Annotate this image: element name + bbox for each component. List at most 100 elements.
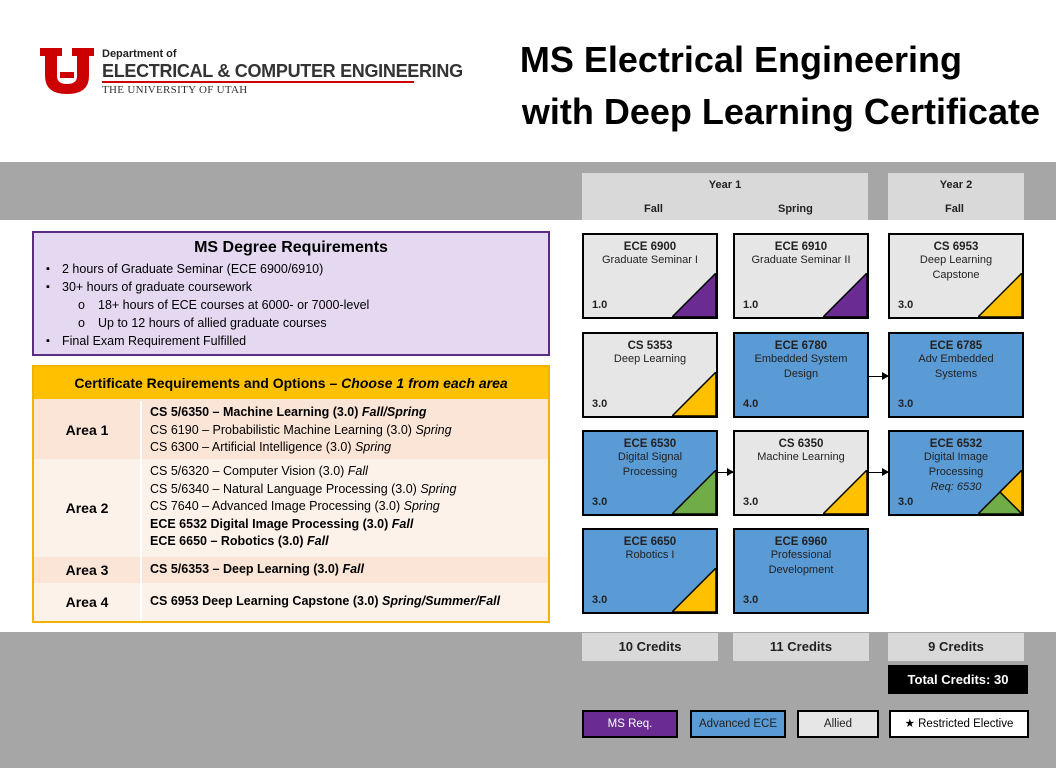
prerequisite-connector — [718, 468, 734, 476]
prerequisite-arrow — [868, 468, 889, 476]
area-option: CS 6953 Deep Learning Capstone (3.0) Spr… — [150, 594, 501, 608]
course-name: Machine Learning — [757, 451, 845, 463]
area-options: CS 5/6353 – Deep Learning (3.0) Fall — [150, 561, 544, 579]
area-label: Area 1 — [34, 401, 142, 459]
course-name: Digital Signal Processing — [617, 451, 683, 478]
course-code: ECE 6785 — [929, 340, 983, 352]
logo-department-of: Department of — [102, 48, 177, 60]
year1-header: Year 1 Fall Spring — [582, 173, 868, 220]
course-prerequisite: Req: 6530 — [930, 481, 982, 493]
course-code: ECE 6530 — [623, 438, 677, 450]
ms-requirement-subitem: Up to 12 hours of allied graduate course… — [44, 314, 538, 332]
prerequisite-arrow — [868, 372, 889, 380]
course-credits: 3.0 — [898, 299, 914, 311]
course-credits: 4.0 — [743, 398, 759, 410]
logo-divider — [102, 81, 414, 83]
certificate-requirements-box: Certificate Requirements and Options – C… — [32, 365, 550, 623]
credits-year2-fall: 9 Credits — [888, 633, 1024, 661]
year2-header: Year 2 Fall — [888, 173, 1024, 220]
course-name: Professional Development — [768, 549, 834, 576]
category-marker-icon — [823, 470, 867, 514]
course-name: Deep Learning — [613, 353, 687, 365]
course-credits: 3.0 — [743, 594, 759, 606]
course-code: ECE 6900 — [623, 241, 677, 253]
area-option: CS 6300 – Artificial Intelligence (3.0) … — [150, 440, 392, 454]
course-credits: 3.0 — [592, 398, 608, 410]
course-credits: 3.0 — [592, 594, 608, 606]
area-options: CS 6953 Deep Learning Capstone (3.0) Spr… — [150, 593, 544, 611]
certificate-area-row: Area 2 CS 5/6320 – Computer Vision (3.0)… — [34, 459, 548, 557]
certificate-area-row: Area 1 CS 5/6350 – Machine Learning (3.0… — [34, 401, 548, 459]
area-option: ECE 6650 – Robotics (3.0) Fall — [150, 534, 329, 548]
year1-fall-label: Fall — [644, 203, 663, 215]
area-label: Area 2 — [34, 459, 142, 557]
course-code: ECE 6650 — [623, 536, 677, 548]
credits-year1-fall: 10 Credits — [582, 633, 718, 661]
course-code: ECE 6532 — [929, 438, 983, 450]
area-option: CS 6190 – Probabilistic Machine Learning… — [150, 422, 452, 437]
footer-band — [0, 632, 1056, 768]
ms-requirement-item: 30+ hours of graduate coursework — [44, 278, 538, 296]
university-u-logo-icon — [40, 48, 94, 94]
year1-spring-label: Spring — [778, 203, 813, 215]
area-option: CS 5/6353 – Deep Learning (3.0) Fall — [150, 562, 364, 576]
page-title: MS Electrical Engineering with Deep Lear… — [400, 34, 1040, 138]
area-option: CS 7640 – Advanced Image Processing (3.0… — [150, 499, 440, 513]
area-option: ECE 6532 Digital Image Processing (3.0) … — [150, 516, 414, 531]
area-options: CS 5/6320 – Computer Vision (3.0) Fall C… — [150, 463, 544, 551]
ms-degree-requirements-box: MS Degree Requirements 2 hours of Gradua… — [32, 231, 550, 356]
course-name: Deep Learning Capstone — [919, 254, 993, 281]
course-code: CS 6350 — [778, 438, 824, 450]
category-marker-icon — [823, 273, 867, 317]
course-code: ECE 6780 — [774, 340, 828, 352]
course-name: Robotics I — [625, 549, 675, 561]
certificate-title-suffix: Choose 1 from each area — [341, 375, 508, 391]
year2-label: Year 2 — [939, 179, 973, 191]
legend-restricted-elective: ★ Restricted Elective — [889, 710, 1029, 738]
category-marker-icon — [672, 372, 716, 416]
certificate-title-text: Certificate Requirements and Options — [74, 375, 326, 391]
ms-requirement-subitem: 18+ hours of ECE courses at 6000- or 700… — [44, 296, 538, 314]
course-name: Adv Embedded Systems — [918, 353, 994, 380]
course-credits: 3.0 — [898, 398, 914, 410]
course-credits: 3.0 — [592, 496, 608, 508]
logo-department-name: ELECTRICAL & COMPUTER ENGINEERING — [102, 61, 463, 81]
ms-requirement-item: 2 hours of Graduate Seminar (ECE 6900/69… — [44, 260, 538, 278]
course-credits: 1.0 — [592, 299, 608, 311]
credits-year1-spring: 11 Credits — [733, 633, 869, 661]
area-options: CS 5/6350 – Machine Learning (3.0) Fall/… — [150, 404, 544, 457]
area-option: CS 5/6340 – Natural Language Processing … — [150, 481, 457, 496]
category-marker-icon — [672, 273, 716, 317]
category-marker-icon — [978, 470, 1022, 514]
course-name: Digital Image Processing — [923, 451, 989, 478]
ms-requirement-item: Final Exam Requirement Fulfilled — [44, 332, 538, 350]
certificate-area-row: Area 3 CS 5/6353 – Deep Learning (3.0) F… — [34, 557, 548, 583]
course-code: ECE 6910 — [774, 241, 828, 253]
area-option: CS 5/6320 – Computer Vision (3.0) Fall — [150, 464, 368, 478]
year2-fall-label: Fall — [945, 203, 964, 215]
certificate-requirements-title: Certificate Requirements and Options – C… — [34, 367, 548, 399]
legend-ms-required: MS Req. — [582, 710, 678, 738]
category-marker-icon — [672, 470, 716, 514]
area-option: CS 5/6350 – Machine Learning (3.0) Fall/… — [150, 405, 427, 419]
category-marker-icon — [672, 568, 716, 612]
logo-university-name: THE UNIVERSITY OF UTAH — [102, 84, 248, 96]
course-code: CS 6953 — [933, 241, 979, 253]
total-credits: Total Credits: 30 — [888, 665, 1028, 694]
year1-label: Year 1 — [708, 179, 742, 191]
ms-requirements-title: MS Degree Requirements — [194, 239, 388, 256]
course-name: Embedded System Design — [754, 353, 848, 380]
legend-advanced-ece: Advanced ECE — [690, 710, 786, 738]
page-title-line1: MS Electrical Engineering — [519, 39, 962, 80]
page-title-line2: with Deep Learning Certificate — [521, 91, 1040, 132]
